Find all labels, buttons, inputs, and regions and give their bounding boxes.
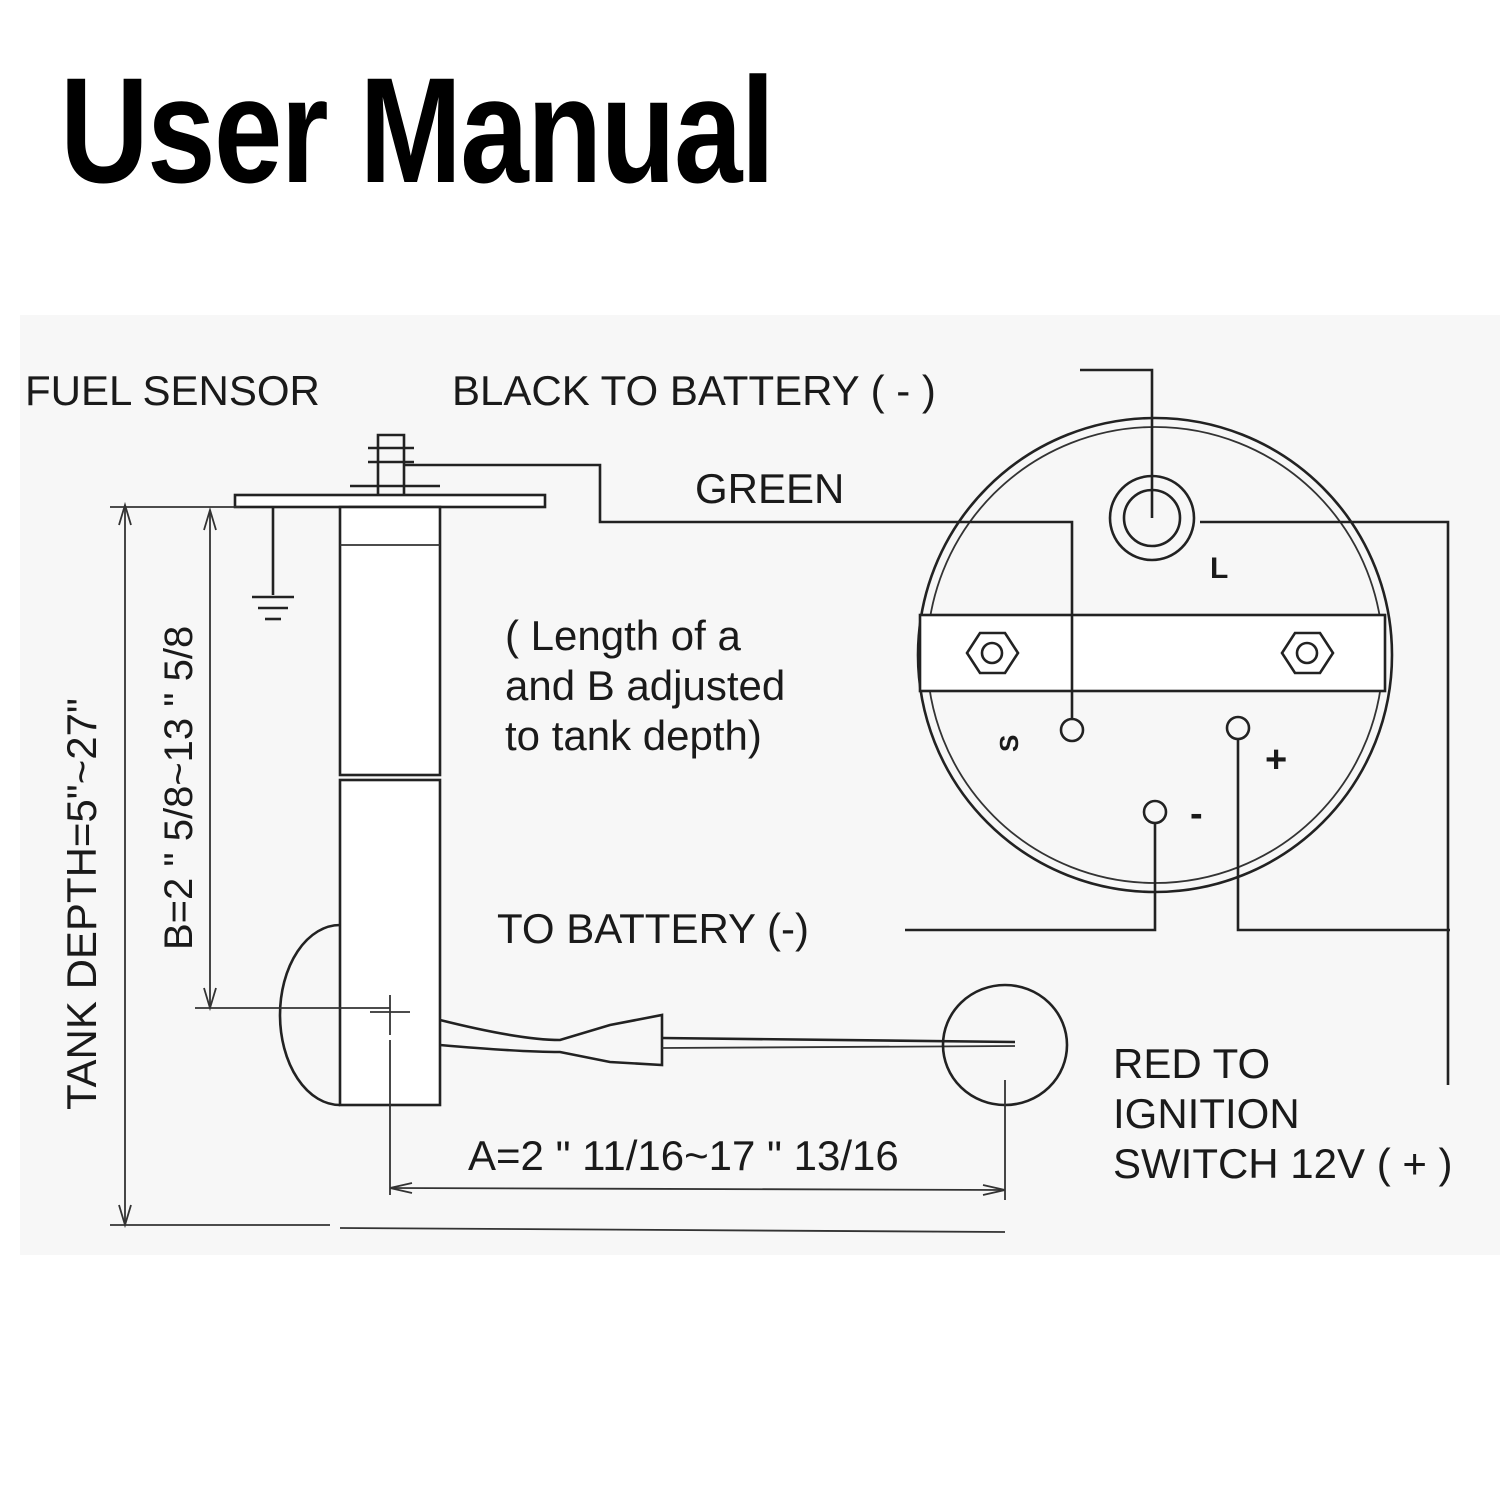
dimension-b-label: B=2 " 5/8~13 " 5/8 bbox=[157, 626, 201, 950]
dimension-lines bbox=[110, 501, 1006, 1233]
terminal-negative-label: - bbox=[1190, 793, 1203, 835]
sensor-pivot bbox=[278, 923, 341, 1107]
light-feed-wire bbox=[1200, 520, 1450, 1085]
red-wire-line-3: SWITCH 12V ( + ) bbox=[1113, 1140, 1453, 1187]
red-wire-line-1: RED TO bbox=[1113, 1040, 1270, 1087]
green-wire-label: GREEN bbox=[695, 465, 844, 512]
ground-icon bbox=[252, 507, 294, 621]
note-line-1: ( Length of a bbox=[505, 612, 741, 659]
mounting-bracket bbox=[918, 613, 1387, 693]
sensor-flange bbox=[233, 493, 547, 509]
terminal-sender-label: S bbox=[994, 735, 1024, 752]
gauge-back: L S + - bbox=[916, 416, 1394, 894]
float-arm bbox=[661, 1036, 1016, 1044]
float-arm-clamp bbox=[439, 1013, 664, 1067]
note-line-3: to tank depth) bbox=[505, 712, 762, 759]
wires bbox=[404, 368, 1450, 1085]
bracket-nut-left bbox=[965, 631, 1020, 675]
to-battery-label: TO BATTERY (-) bbox=[497, 905, 809, 952]
terminal-light-label: L bbox=[1210, 552, 1228, 585]
sensor-tube-upper bbox=[338, 505, 442, 777]
negative-wire bbox=[905, 823, 1157, 932]
terminal-positive-label: + bbox=[1265, 739, 1287, 781]
note-line-2: and B adjusted bbox=[505, 662, 785, 709]
positive-wire bbox=[1236, 739, 1450, 932]
dimension-a-label: A=2 " 11/16~17 " 13/16 bbox=[468, 1132, 899, 1179]
green-wire bbox=[404, 463, 1074, 719]
red-wire-line-2: IGNITION bbox=[1113, 1090, 1300, 1137]
fuel-sensor-label: FUEL SENSOR bbox=[25, 367, 320, 414]
black-wire-label: BLACK TO BATTERY ( - ) bbox=[452, 367, 936, 414]
diagram-background bbox=[20, 315, 1500, 1255]
black-wire bbox=[1080, 368, 1154, 518]
bracket-nut-right bbox=[1280, 631, 1335, 675]
tank-depth-label: TANK DEPTH=5"~27" bbox=[58, 698, 105, 1110]
page-title: User Manual bbox=[60, 46, 775, 214]
